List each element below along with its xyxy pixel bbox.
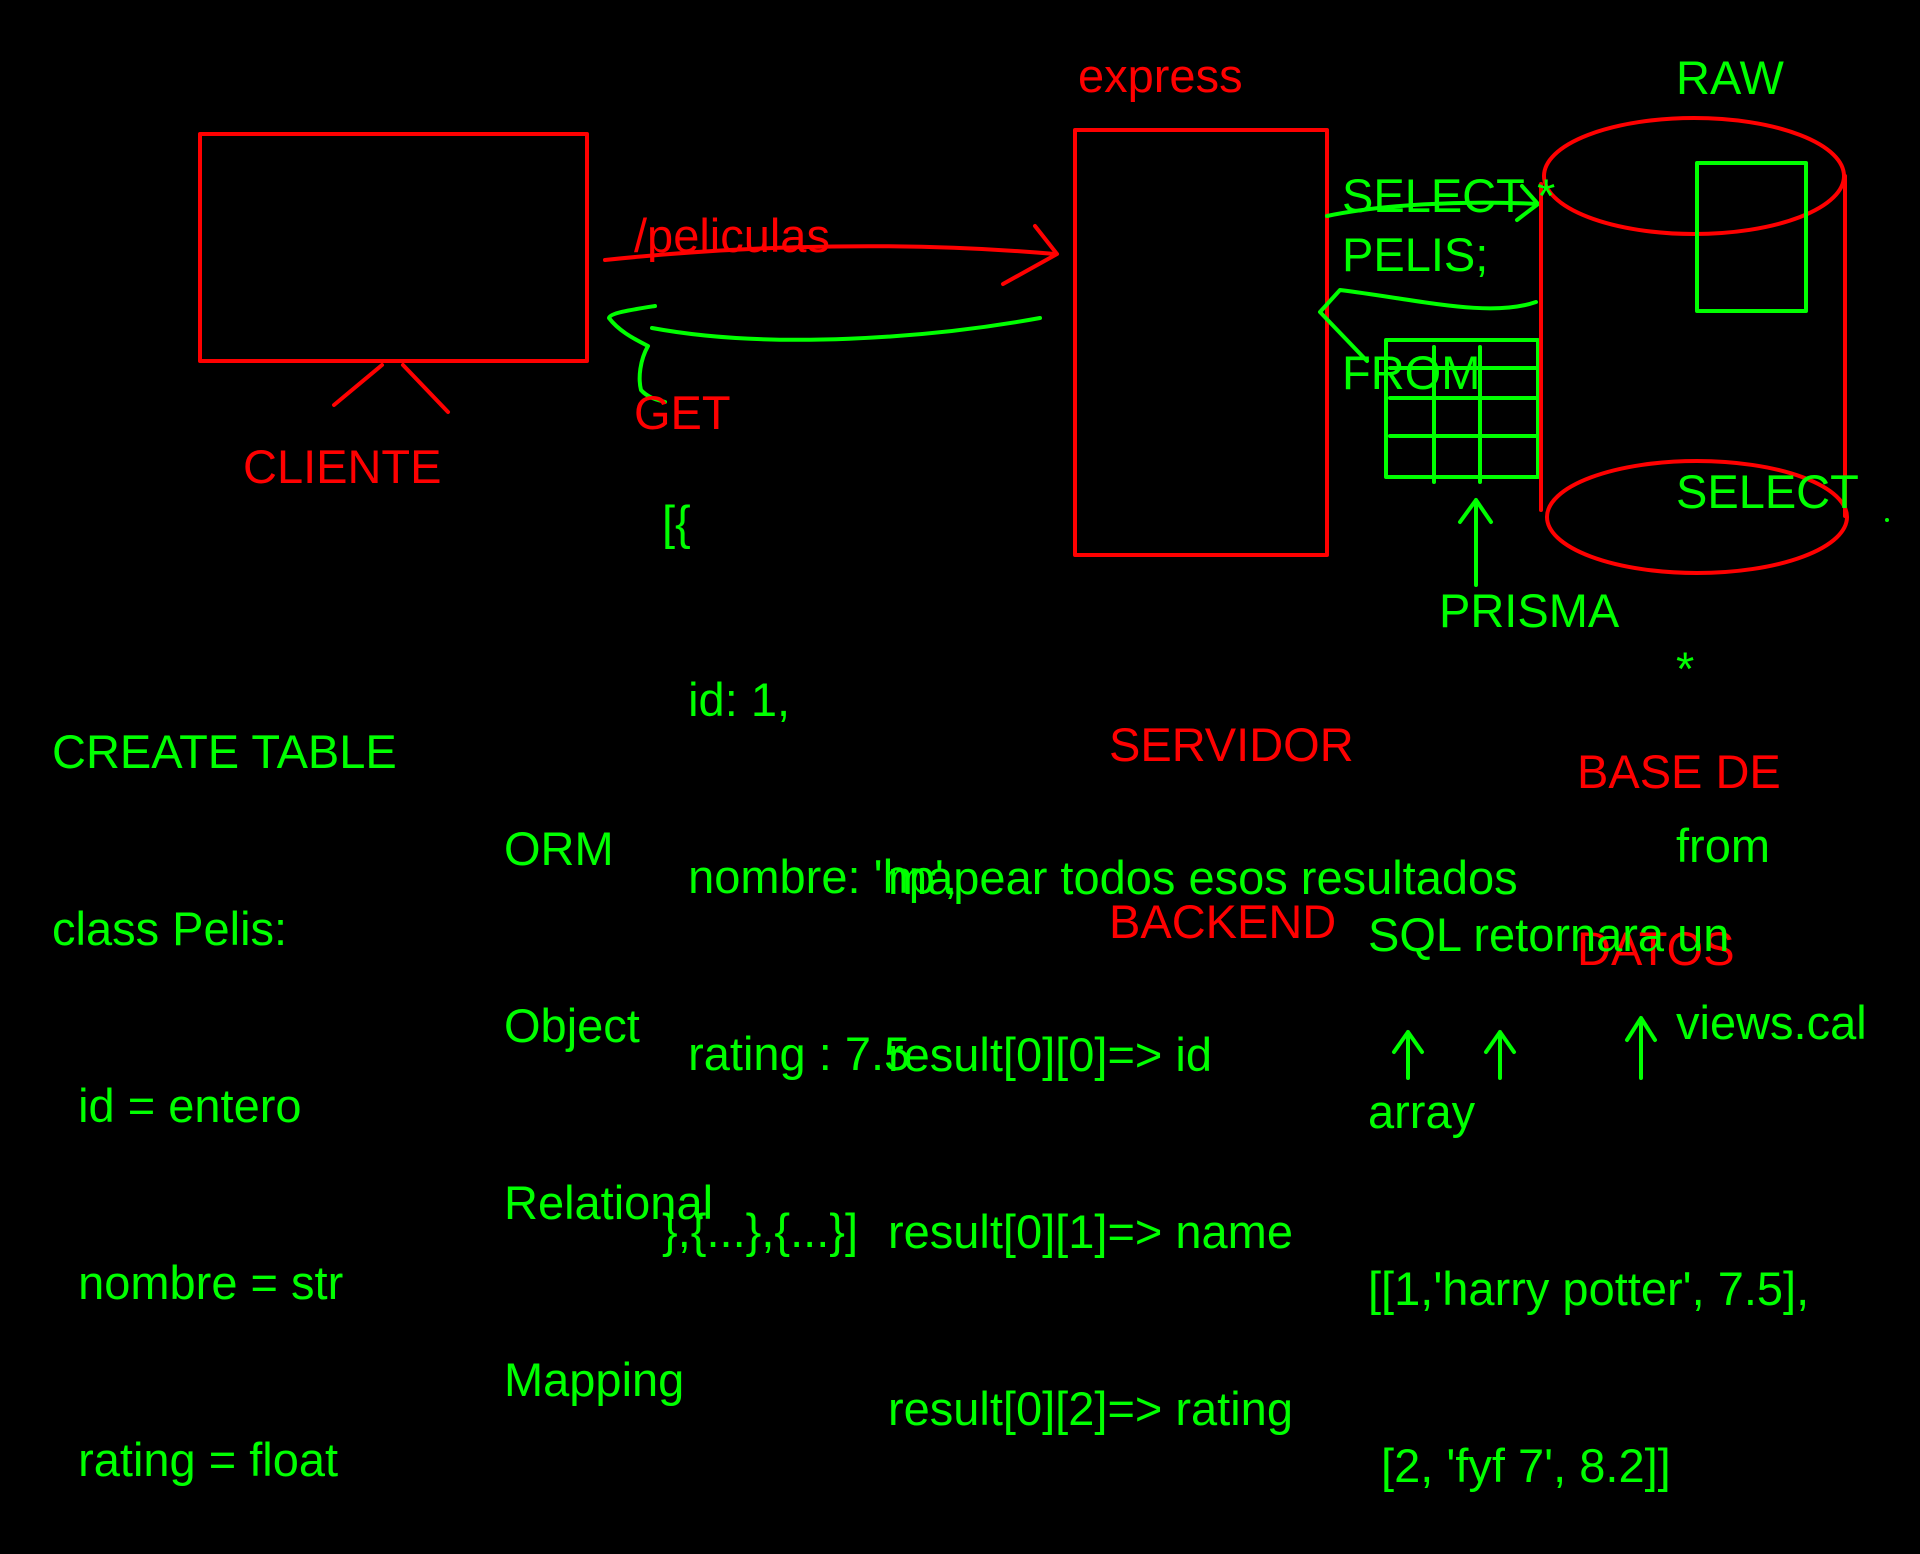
request-method: GET [634, 386, 731, 439]
prisma-label: PRISMA [1439, 584, 1620, 637]
cliente-screen [198, 132, 589, 363]
orm-line: Mapping [504, 1353, 685, 1406]
sql-query-line: FROM [1342, 346, 1481, 399]
orm-line: ORM [504, 822, 614, 875]
orm-label: ORM Object Relational Mapping [504, 701, 713, 1468]
response-json-line: id: 1, [662, 673, 791, 726]
base-de-datos-line: DATOS [1577, 922, 1735, 975]
sql-result-notes: SQL retornara un array [[1,'harry potter… [1368, 787, 1809, 1554]
response-json-line: rating : 7.5 [662, 1027, 911, 1080]
diagram-canvas [198, 116, 1889, 1080]
orm-line: Object [504, 999, 640, 1052]
express-server-box [1073, 128, 1329, 557]
raw-label: RAW [1676, 51, 1784, 104]
servidor-line: SERVIDOR [1109, 718, 1354, 771]
mapping-line: mapear todos esos resultados [888, 851, 1518, 904]
cliente-label: CLIENTE [243, 440, 442, 493]
servidor-line: BACKEND [1109, 895, 1337, 948]
database-sides [1539, 174, 1847, 518]
result-arrow-1 [1392, 1030, 1424, 1080]
request-label: /peliculas GET [634, 88, 830, 501]
base-de-datos-label: BASE DE DATOS [1577, 624, 1781, 1037]
database-bottom [1545, 459, 1849, 575]
sql-result-line: array [1368, 1085, 1476, 1138]
raw-query-line: from [1676, 819, 1770, 872]
response-json-line: [{ [662, 496, 691, 549]
create-table-line: class Pelis: [52, 902, 288, 955]
result-arrow [1318, 288, 1538, 363]
create-table-line: nombre = str [52, 1256, 344, 1309]
sql-query-line: SELECT * [1342, 169, 1556, 222]
request-arrow [603, 224, 1059, 286]
create-table-line: rating = float [52, 1433, 339, 1486]
response-json-line: nombre: 'hp', [662, 850, 957, 903]
prisma-arrow [1458, 498, 1493, 587]
sql-result-line: [[1,'harry potter', 7.5], [1368, 1262, 1810, 1315]
sql-result-line: [2, 'fyf 7', 8.2]] [1368, 1439, 1671, 1492]
raw-view-box [1695, 161, 1808, 313]
orm-line: Relational [504, 1176, 714, 1229]
servidor-backend-label: SERVIDOR BACKEND [1109, 597, 1354, 1010]
result-arrow-2 [1484, 1030, 1516, 1080]
query-arrow [1325, 184, 1540, 222]
create-table-line: id = entero [52, 1079, 302, 1132]
raw-query: SELECT * from views.cal [1676, 344, 1867, 1111]
raw-query-line: SELECT [1676, 465, 1859, 518]
result-arrow-3 [1625, 1016, 1657, 1080]
stray-dot [1885, 518, 1889, 522]
result-table-grid [1388, 345, 1540, 484]
result-table-icon [1384, 338, 1540, 479]
sql-query-label: SELECT * FROM [1342, 48, 1555, 461]
database-top [1542, 116, 1846, 236]
raw-query-line: * [1676, 642, 1695, 695]
sql-result-line: SQL retornara un [1368, 908, 1730, 961]
response-arrow [607, 304, 1042, 404]
raw-query-line: views.cal [1676, 996, 1867, 1049]
express-label: express [1078, 49, 1243, 102]
cliente-stand [332, 363, 450, 414]
request-path: /peliculas [634, 209, 830, 262]
sql-table-label: PELIS; [1342, 228, 1489, 281]
mapping-line: result[0][0]=> id [888, 1028, 1212, 1081]
create-table-line: CREATE TABLE [52, 725, 397, 778]
base-de-datos-line: BASE DE [1577, 745, 1781, 798]
create-table-code: CREATE TABLE class Pelis: id = entero no… [52, 604, 397, 1548]
